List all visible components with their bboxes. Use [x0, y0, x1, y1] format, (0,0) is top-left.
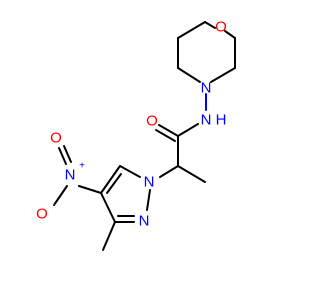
bond-morph-c1-c6	[177, 21, 206, 39]
atom-nitro-o-bottom: O	[36, 206, 48, 223]
bond-c3-methyl	[102, 221, 116, 251]
bond-morph-c2-n	[177, 67, 201, 83]
bond-n1-c5	[119, 165, 141, 178]
bond-nitro-o-top-b	[63, 145, 72, 163]
atom-morpholine-n: N	[201, 80, 212, 97]
atom-pyrazole-n1: N	[144, 174, 155, 191]
atom-morpholine-o: O	[215, 19, 227, 36]
atom-pyrazole-n2: N	[139, 213, 150, 230]
charge-plus: +	[79, 161, 85, 172]
bond-nh-carbonyl	[177, 123, 199, 137]
atom-nitro-n: N	[65, 167, 76, 184]
atom-amide-n: N	[201, 112, 212, 129]
bond-carbonyl-double-a	[158, 124, 179, 137]
bond-nitro-o-top-a	[58, 147, 67, 165]
bond-carbonyl-double-b	[155, 129, 176, 142]
bond-c5-c4-inner	[106, 173, 122, 194]
bond-c5-c4	[100, 165, 121, 194]
bond-nitro-o-bottom	[53, 185, 68, 206]
atom-nitro-o-top: O	[50, 130, 62, 147]
bond-c4-c3	[100, 192, 116, 223]
bond-alpha-methyl	[177, 165, 206, 183]
atom-labels: O N N H O N N N + O O -	[36, 19, 227, 230]
atom-amide-h: H	[216, 112, 227, 129]
atom-carbonyl-o: O	[146, 113, 158, 130]
charge-minus: -	[52, 200, 55, 211]
bond-alpha-n1	[159, 165, 179, 178]
bond-morph-c6-o	[204, 21, 216, 29]
bond-c4-nitro	[78, 185, 102, 194]
bond-morph-c4-n	[210, 67, 236, 83]
bond-morph-o-c5	[224, 30, 236, 39]
bonds	[53, 21, 236, 251]
bond-n2-n1	[146, 189, 151, 211]
molecule-structure: O N N H O N N N + O O -	[36, 19, 236, 251]
